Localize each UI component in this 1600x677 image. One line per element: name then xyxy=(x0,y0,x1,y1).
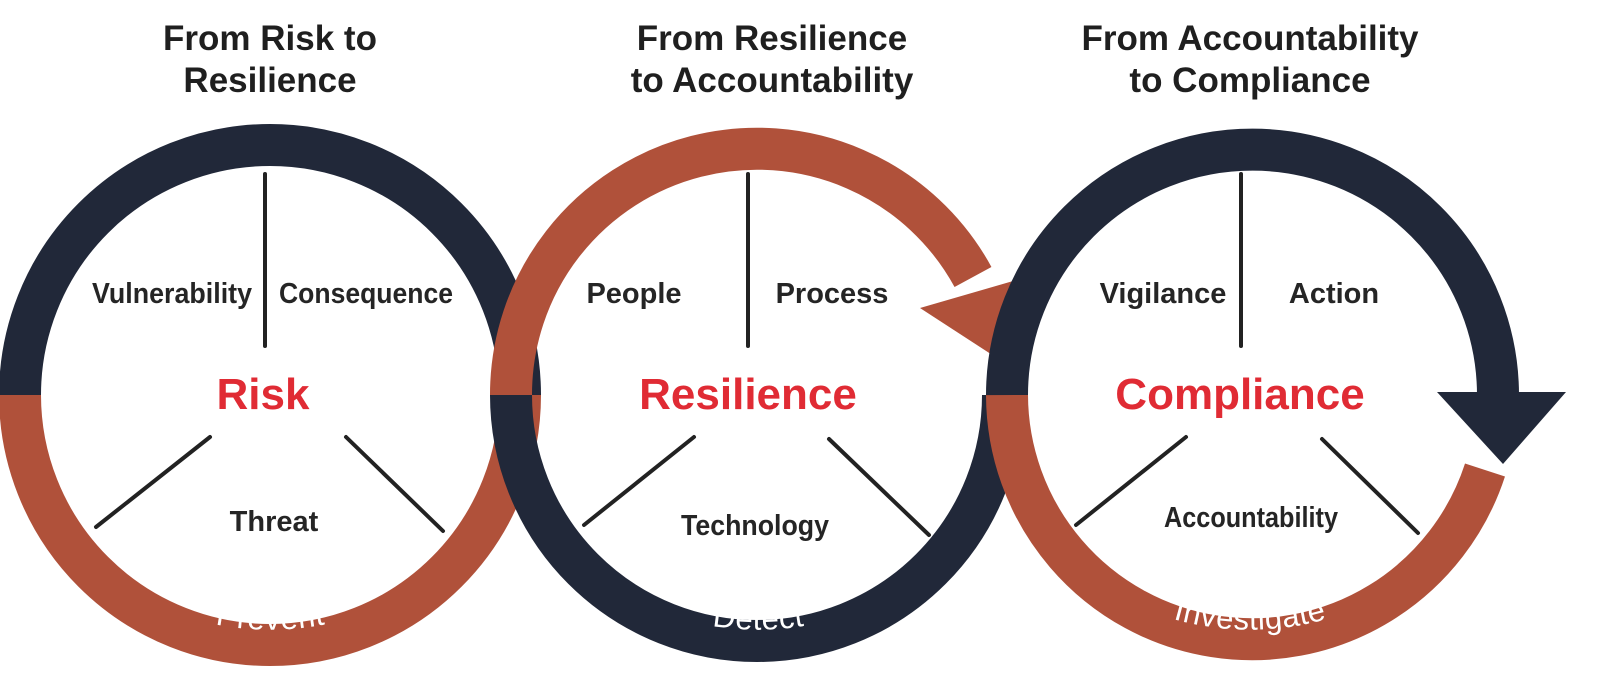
risk-ring xyxy=(0,124,541,666)
ring-label-detect: Detect xyxy=(711,598,806,637)
ring-label-prevent: Prevent xyxy=(214,597,327,637)
resilience-ring-label: Detect xyxy=(711,598,806,637)
risk-center-label: Risk xyxy=(217,370,310,419)
resilience-divider-left xyxy=(582,435,696,527)
compliance-ring-label: Investigate xyxy=(1171,592,1328,637)
risk-dividers xyxy=(94,172,445,533)
compliance-ring-bottom-arc xyxy=(986,394,1505,661)
compliance-ring-top-arc xyxy=(986,128,1519,396)
resilience-segment-people: People xyxy=(586,278,681,310)
risk-ring-label: Prevent xyxy=(214,597,327,637)
stage-3-heading-line-1: From Accountability xyxy=(1081,19,1419,58)
compliance-arrowhead xyxy=(1437,392,1566,464)
compliance-divider-right xyxy=(1320,437,1420,535)
compliance-dividers xyxy=(1074,172,1420,535)
stage-1-heading-line-1: From Risk to xyxy=(163,19,377,58)
risk-ring-bottom-arc xyxy=(0,394,541,666)
compliance-segment-vigilance: Vigilance xyxy=(1100,278,1227,310)
stage-1-heading-line-2: Resilience xyxy=(183,61,356,100)
resilience-dividers xyxy=(582,172,931,537)
resilience-segment-technology: Technology xyxy=(681,510,829,542)
stage-3-heading-line-2: to Compliance xyxy=(1129,61,1370,100)
resilience-segment-process: Process xyxy=(776,278,889,310)
resilience-center-label: Resilience xyxy=(639,370,857,419)
compliance-center-label: Compliance xyxy=(1115,370,1364,419)
compliance-segment-accountability: Accountability xyxy=(1164,502,1338,534)
compliance-segment-action: Action xyxy=(1289,278,1379,310)
stage-1-heading: From Risk to Resilience xyxy=(163,19,377,100)
resilience-ring-bottom-arc xyxy=(490,394,1024,662)
compliance-ring xyxy=(986,128,1566,661)
compliance-divider-left xyxy=(1074,435,1188,527)
stage-2-heading: From Resilience to Accountability xyxy=(631,19,914,100)
stage-2-heading-line-2: to Accountability xyxy=(631,61,914,100)
resilience-divider-right xyxy=(827,437,931,537)
stage-2-heading-line-1: From Resilience xyxy=(637,19,907,58)
risk-segment-threat: Threat xyxy=(230,506,319,538)
risk-divider-right xyxy=(344,435,445,533)
resilience-ring-top-arc xyxy=(490,127,992,396)
risk-segment-consequence: Consequence xyxy=(279,278,453,310)
stage-3-heading: From Accountability to Compliance xyxy=(1081,19,1419,100)
risk-ring-top-arc xyxy=(0,124,541,396)
risk-divider-left xyxy=(94,435,212,529)
ring-label-investigate: Investigate xyxy=(1171,592,1328,637)
risk-segment-vulnerability: Vulnerability xyxy=(92,278,252,310)
